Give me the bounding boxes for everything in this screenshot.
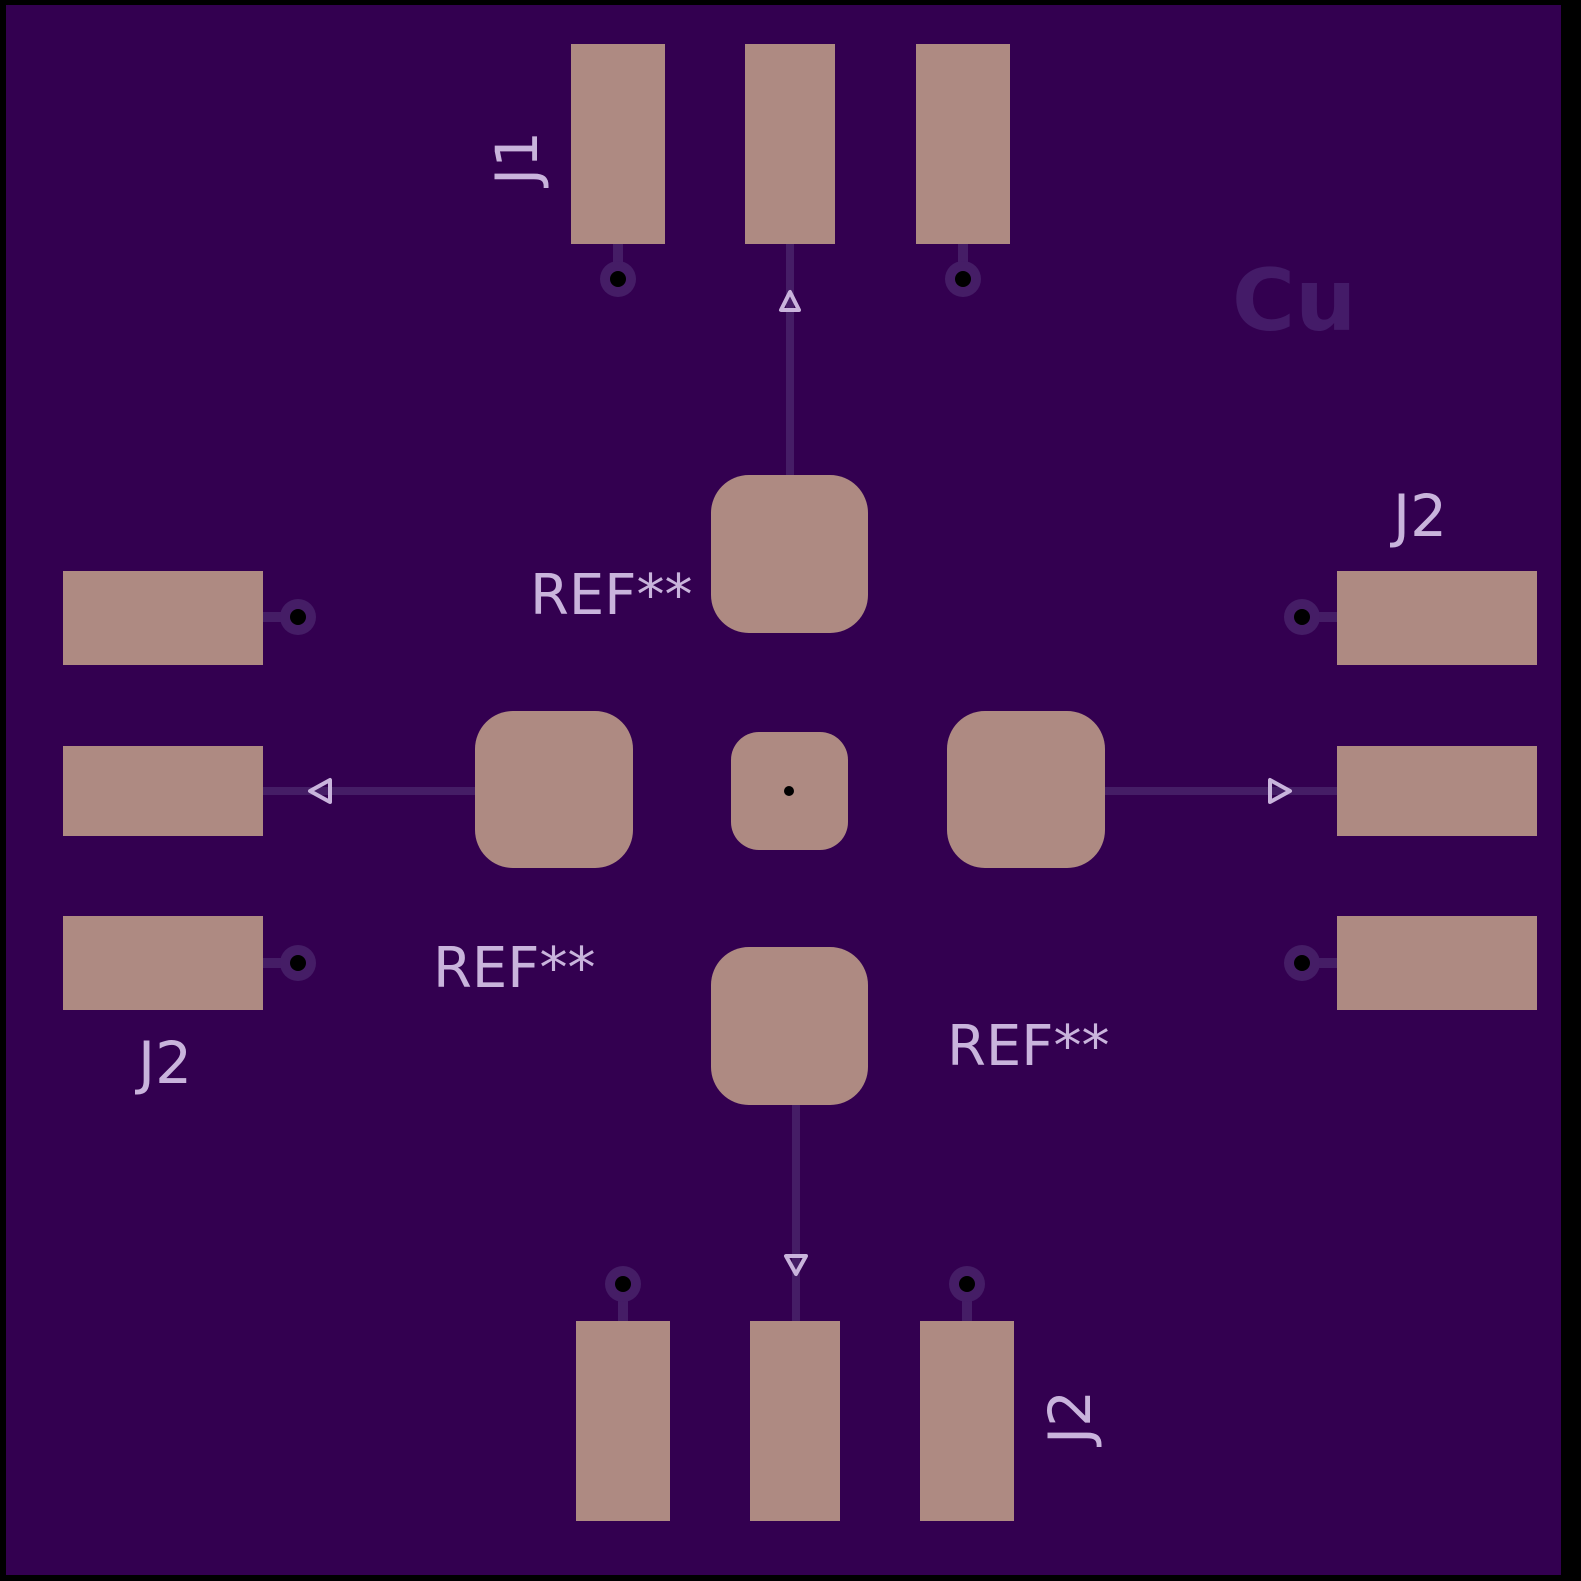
pad-j1-1 <box>571 44 665 244</box>
pad-j2right-2 <box>1337 746 1537 836</box>
pad-j2bottom-3 <box>920 1321 1014 1521</box>
silk-arrows <box>308 290 1292 1276</box>
connector-j2-right <box>1337 571 1537 1010</box>
via-j2bottom-left <box>605 1266 641 1302</box>
label-j1: J1 <box>483 131 551 188</box>
pad-center-right <box>947 711 1105 868</box>
pad-j2right-1 <box>1337 571 1537 665</box>
pad-j2left-2 <box>63 746 263 836</box>
vias <box>280 261 1320 1302</box>
arrow-right-icon <box>1268 778 1292 804</box>
label-ref-top: REF** <box>530 563 693 628</box>
pad-j2right-3 <box>1337 916 1537 1010</box>
arrow-up-icon <box>779 290 801 312</box>
label-ref-right: REF** <box>947 1014 1110 1079</box>
via-j2left-bottom <box>280 945 316 981</box>
pad-center-left <box>475 711 633 868</box>
pad-j1-3 <box>916 44 1010 244</box>
pad-j2left-3 <box>63 916 263 1010</box>
connector-j2-left <box>63 571 263 1010</box>
label-j2-right: J2 <box>1390 482 1447 550</box>
via-j2right-top <box>1284 599 1320 635</box>
pad-j1-2 <box>745 44 835 244</box>
label-j2-bottom: J2 <box>1036 1390 1104 1447</box>
pad-center-bottom <box>711 947 868 1105</box>
label-j2-left: J2 <box>135 1029 192 1097</box>
via-j1-left <box>600 261 636 297</box>
via-j2bottom-right <box>949 1266 985 1302</box>
arrow-left-icon <box>308 778 332 804</box>
via-j1-right <box>945 261 981 297</box>
arrow-down-icon <box>784 1254 808 1276</box>
copper-layer-label: Cu <box>1232 251 1356 351</box>
connector-j1-top <box>571 44 1010 244</box>
via-j2left-top <box>280 599 316 635</box>
pad-j2bottom-1 <box>576 1321 670 1521</box>
pad-j2left-1 <box>63 571 263 665</box>
via-j2right-bottom <box>1284 945 1320 981</box>
center-pads <box>475 475 1105 1105</box>
label-ref-left: REF** <box>433 936 596 1001</box>
pad-j2bottom-2 <box>750 1321 840 1521</box>
connector-j2-bottom <box>576 1321 1014 1521</box>
center-drill <box>784 786 794 796</box>
pad-center-top <box>711 475 868 633</box>
